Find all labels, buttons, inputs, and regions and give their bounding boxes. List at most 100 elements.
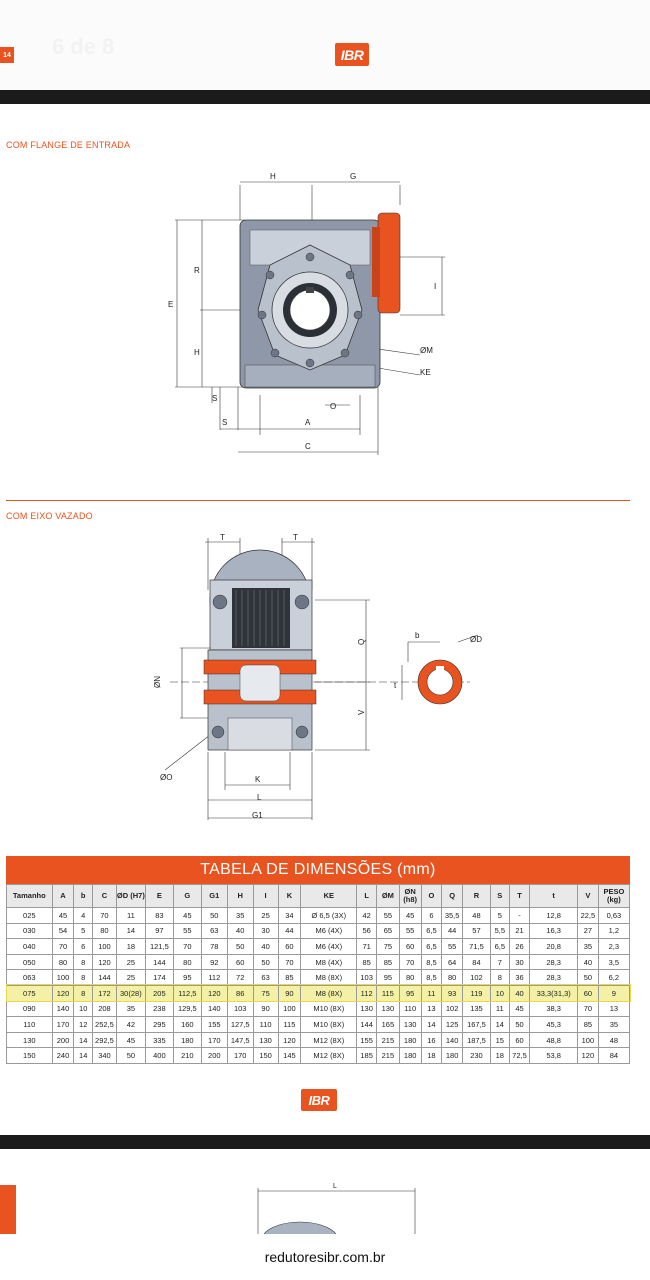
table-cell: 86	[226, 984, 254, 1002]
table-cell: 4	[73, 907, 94, 924]
table-cell: 72,5	[508, 1047, 531, 1064]
dim-label-h: H	[270, 172, 276, 181]
table-cell: 40	[577, 953, 599, 971]
table-cell: 6,5	[420, 938, 443, 955]
table-cell: 85	[277, 969, 302, 986]
table-cell: 35	[577, 938, 599, 955]
table-cell: 140	[200, 1000, 228, 1018]
table-cell: 80	[441, 969, 463, 986]
column-header: A	[51, 884, 75, 908]
column-header: I	[252, 884, 279, 908]
table-cell: M8 (8X)	[300, 969, 358, 986]
dim-label-om: ØM	[420, 346, 433, 355]
table-cell: 50	[577, 969, 599, 986]
table-cell: 28,3	[529, 953, 579, 971]
page-header	[0, 0, 650, 90]
table-cell: 40	[508, 984, 531, 1002]
table-cell: 8	[489, 969, 510, 986]
table-cell: 75	[252, 984, 279, 1002]
table-cell: 80	[172, 953, 202, 971]
table-cell: 25	[115, 969, 146, 986]
dim-label-od: ØD	[470, 635, 482, 644]
table-cell: 60	[226, 953, 254, 971]
table-cell: 172	[92, 984, 117, 1002]
column-header: C	[92, 884, 117, 908]
table-cell: 6	[73, 938, 94, 955]
table-cell: 53,8	[529, 1047, 579, 1064]
column-header: KE	[300, 884, 358, 908]
table-cell: 45	[172, 907, 202, 924]
table-cell: 8,5	[420, 969, 443, 986]
dim-label-i: I	[434, 282, 436, 291]
table-cell: 45	[51, 907, 75, 924]
table-cell: 11	[115, 907, 146, 924]
dim-label-oo: ØO	[160, 773, 172, 782]
table-cell: 8	[73, 984, 94, 1002]
table-cell: 100	[277, 1000, 302, 1018]
dim-label-v: V	[357, 709, 366, 715]
drawing-hollow-shaft: T T ØN Q V ØO K L G1 b ØD t	[153, 533, 482, 820]
dim-label-g1: G1	[252, 811, 263, 820]
page-counter: 6 de 8	[52, 34, 115, 59]
table-cell: 340	[92, 1047, 117, 1064]
table-cell: 8	[73, 953, 94, 971]
table-cell: 185	[356, 1047, 377, 1064]
table-cell: 50	[226, 938, 254, 955]
table-cell: 14	[420, 1016, 443, 1033]
table-cell: 33,3(31,3)	[529, 984, 579, 1002]
table-cell: 1,2	[597, 922, 631, 940]
table-cell: 38,3	[529, 1000, 579, 1018]
column-header: E	[144, 884, 174, 908]
dim-label-h2: H	[194, 348, 200, 357]
column-header: T	[508, 884, 531, 908]
table-cell: 174	[144, 969, 174, 986]
table-cell: 400	[144, 1047, 174, 1064]
table-cell: 85	[356, 953, 377, 971]
table-cell: 063	[6, 969, 53, 986]
table-cell: 155	[200, 1016, 228, 1033]
dim-label-c: C	[305, 442, 311, 451]
table-cell: 025	[6, 907, 53, 924]
table-cell: 25	[252, 907, 279, 924]
table-cell: 84	[597, 1047, 631, 1064]
footer-url[interactable]: redutoresibr.com.br	[0, 1234, 650, 1280]
table-cell: 48	[461, 907, 491, 924]
dim-label-small-t: t	[394, 681, 397, 690]
table-cell: 103	[356, 969, 377, 986]
table-cell: 120	[200, 984, 228, 1002]
dim-label-ke: KE	[420, 368, 431, 377]
table-cell: 103	[226, 1000, 254, 1018]
table-cell: 30(28)	[115, 984, 146, 1002]
dim-label-s2: S	[222, 418, 227, 427]
table-cell: 55	[441, 938, 463, 955]
table-cell: 80	[51, 953, 75, 971]
table-cell: 215	[375, 1031, 400, 1049]
table-cell: 100	[92, 938, 117, 955]
table-cell: 100	[51, 969, 75, 986]
table-cell: 16,3	[529, 922, 579, 940]
table-cell: 35	[115, 1000, 146, 1018]
table-cell: 14	[115, 922, 146, 940]
table-cell: 15	[489, 1031, 510, 1049]
table-cell: 55	[172, 922, 202, 940]
table-cell: 48	[597, 1031, 631, 1049]
dim-label-e: E	[168, 300, 173, 309]
column-header: S	[489, 884, 510, 908]
table-cell: 60	[577, 984, 599, 1002]
table-cell: 90	[252, 1000, 279, 1018]
drawing-input-flange: H G R E H I ØM KE S S O A C	[168, 172, 445, 455]
ibr-logo: IBR	[335, 43, 369, 66]
table-cell: 60	[398, 938, 422, 955]
table-cell: 60	[277, 938, 302, 955]
dim-label-r: R	[194, 266, 200, 275]
table-cell: 8	[73, 969, 94, 986]
table-cell: 100	[577, 1031, 599, 1049]
column-header: ØM	[375, 884, 400, 908]
dim-label-t2: T	[293, 533, 298, 542]
table-cell: 130	[375, 1000, 400, 1018]
table-cell: 115	[375, 984, 400, 1002]
column-header: O	[420, 884, 443, 908]
